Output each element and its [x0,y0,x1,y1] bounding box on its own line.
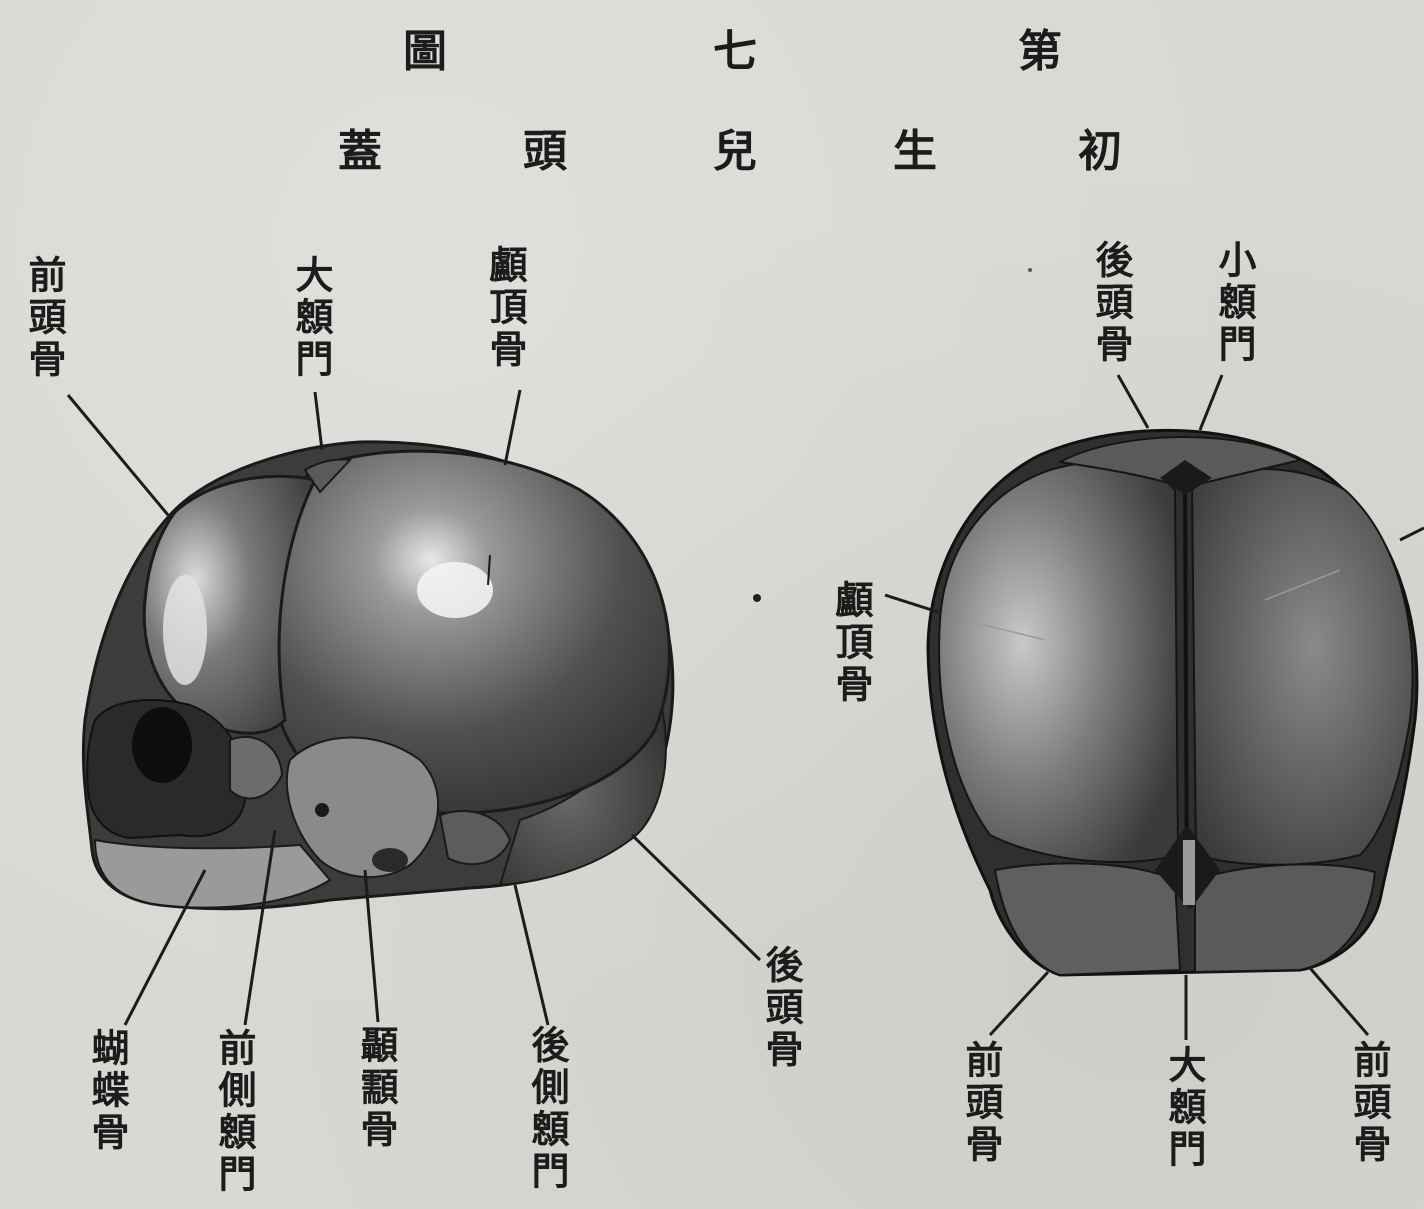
label-side-parietal-bone: 顱頂骨 [486,245,524,371]
label-side-occipital-bone: 後頭骨 [762,945,800,1071]
label-side-posterolateral-fontanelle: 後側顖門 [528,1025,566,1193]
label-side-frontal-bone: 前頭骨 [25,255,63,381]
side-view-skull [83,442,672,909]
label-side-anterolateral-fontanelle: 前側顖門 [215,1028,253,1196]
label-side-anterior-fontanelle: 大顖門 [292,255,330,381]
label-top-frontal-bone-left: 前頭骨 [962,1040,1000,1166]
label-top-occipital-bone: 後頭骨 [1092,240,1130,366]
paper-dot [753,594,761,602]
label-side-temporal-bone: 顳顬骨 [357,1025,395,1151]
top-view-skull [928,430,1417,975]
label-top-frontal-bone-right: 前頭骨 [1350,1040,1388,1166]
label-top-posterior-fontanelle: 小顖門 [1215,240,1253,366]
label-top-parietal-bone: 顱頂骨 [832,580,870,706]
label-top-anterior-fontanelle: 大顖門 [1165,1045,1203,1171]
paper-dot [1028,268,1032,272]
label-side-sphenoid-bone: 蝴蝶骨 [88,1028,126,1154]
